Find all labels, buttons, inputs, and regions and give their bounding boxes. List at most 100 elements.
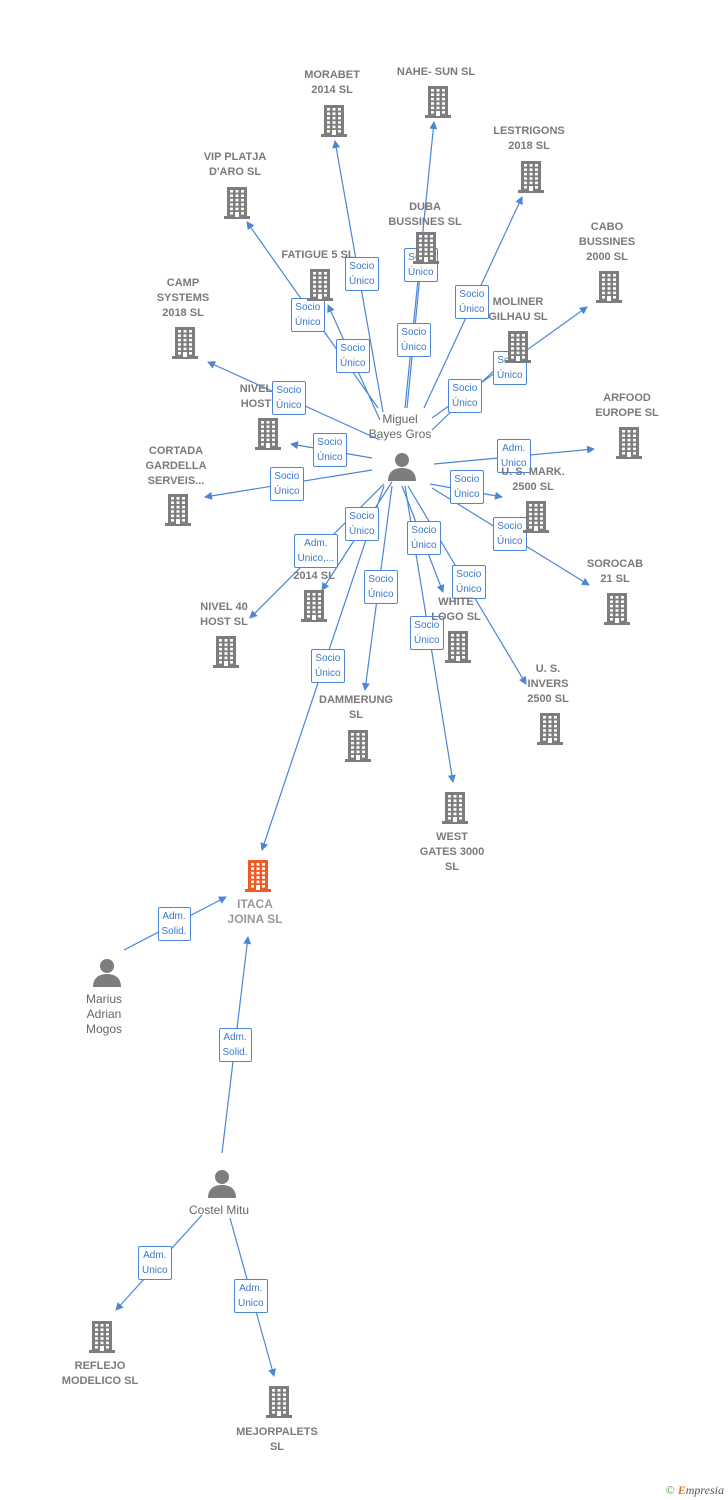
relation-tag-miguel-us_invers[interactable]: Socio Único	[452, 565, 486, 599]
building-icon	[518, 161, 544, 193]
building-icon	[255, 418, 281, 450]
relation-tag-marius-itaca[interactable]: Adm. Solid.	[157, 907, 191, 941]
node-label-lestrigons[interactable]: LESTRIGONS 2018 SL	[493, 125, 565, 152]
building-icon-mejorpalets[interactable]	[266, 1384, 292, 1425]
node-label-fatigue[interactable]: FATIGUE 5 SL	[281, 249, 355, 261]
node-label-us_invers[interactable]: U. S. INVERS 2500 SL	[527, 663, 569, 705]
building-icon	[413, 232, 439, 264]
building-icon	[266, 1386, 292, 1418]
relation-tag-miguel-nivel_host[interactable]: Socio Único	[313, 433, 347, 467]
relation-tag-miguel-itaca[interactable]: Socio Único	[311, 649, 345, 683]
building-icon	[442, 792, 468, 824]
building-icon-moliner[interactable]	[505, 329, 531, 370]
building-icon-dammerung[interactable]	[345, 728, 371, 769]
building-icon	[596, 271, 622, 303]
relation-tag-miguel-moliner[interactable]: Socio Único	[448, 379, 482, 413]
building-icon	[224, 187, 250, 219]
node-label-y2014[interactable]: 2014 SL	[293, 570, 335, 582]
node-label-marius[interactable]: Marius Adrian Mogos	[85, 992, 123, 1036]
building-icon-mark[interactable]	[523, 499, 549, 540]
person-icon	[388, 453, 416, 481]
building-icon-west[interactable]	[442, 790, 468, 831]
node-label-morabet[interactable]: MORABET 2014 SL	[304, 69, 360, 96]
relation-tag-miguel-cortada[interactable]: Socio Único	[270, 467, 304, 501]
relation-tag-miguel-dammerung[interactable]: Socio Único	[364, 570, 398, 604]
relation-tag-costel-itaca[interactable]: Adm. Solid.	[218, 1028, 252, 1062]
node-label-nivel40[interactable]: NIVEL 40 HOST SL	[200, 601, 248, 628]
building-icon	[307, 269, 333, 301]
building-icon	[604, 593, 630, 625]
building-icon-fatigue[interactable]	[307, 267, 333, 308]
relation-tag-miguel-duba[interactable]: Socio Único	[397, 323, 431, 357]
relation-tag-miguel-nivel40[interactable]: Adm. Unico,...	[293, 534, 339, 568]
node-label-arfood[interactable]: ARFOOD EUROPE SL	[595, 392, 659, 419]
node-label-nivel_host[interactable]: NIVEL HOST	[239, 383, 273, 410]
node-label-sorocab[interactable]: SOROCAB 21 SL	[586, 558, 644, 585]
node-label-vip[interactable]: VIP PLATJA D'ARO SL	[203, 151, 267, 178]
building-icon-itaca[interactable]	[245, 858, 271, 899]
relation-tag-costel-reflejo[interactable]: Adm. Unico	[138, 1246, 172, 1280]
building-icon	[523, 501, 549, 533]
relation-tag-miguel-mark[interactable]: Socio Único	[450, 470, 484, 504]
building-icon-reflejo[interactable]	[89, 1319, 115, 1360]
relation-tag-miguel-camp[interactable]: Socio Único	[272, 381, 306, 415]
building-icon-nahe[interactable]	[425, 84, 451, 125]
node-label-cabo[interactable]: CABO BUSSINES 2000 SL	[578, 221, 636, 263]
person-icon-miguel[interactable]	[387, 451, 417, 486]
building-icon-nivel_host[interactable]	[255, 416, 281, 457]
building-icon-vip[interactable]	[224, 185, 250, 226]
building-icon-sorocab[interactable]	[604, 591, 630, 632]
building-icon	[345, 730, 371, 762]
node-label-reflejo[interactable]: REFLEJO MODELICO SL	[61, 1360, 139, 1387]
building-icon-cortada[interactable]	[165, 492, 191, 533]
building-icon-y2014[interactable]	[301, 588, 327, 629]
building-icon-duba[interactable]	[413, 230, 439, 271]
relation-tag-miguel-west[interactable]: Socio Único	[410, 616, 444, 650]
relation-tag-miguel-arfood[interactable]: Adm. Unico	[497, 439, 531, 473]
building-icon	[537, 713, 563, 745]
node-label-moliner[interactable]: MOLINER GILHAU SL	[488, 296, 548, 323]
building-icon-white[interactable]	[445, 629, 471, 670]
building-icon	[445, 631, 471, 663]
node-label-costel[interactable]: Costel Mitu	[188, 1203, 250, 1217]
relation-tag-miguel-y2014[interactable]: Socio Único	[345, 507, 379, 541]
node-label-miguel[interactable]: Miguel Bayes Gros	[368, 412, 432, 441]
relation-tag-miguel-lestrigons[interactable]: Socio Único	[455, 285, 489, 319]
node-label-mark[interactable]: U. S. MARK. 2500 SL	[501, 466, 565, 493]
building-icon	[301, 590, 327, 622]
person-icon	[93, 959, 121, 987]
building-icon	[89, 1321, 115, 1353]
node-label-west[interactable]: WEST GATES 3000 SL	[419, 831, 485, 873]
relation-tag-miguel-morabet[interactable]: Socio Único	[345, 257, 379, 291]
building-icon-arfood[interactable]	[616, 425, 642, 466]
building-icon-nivel40[interactable]	[213, 634, 239, 675]
relation-tag-miguel-vip[interactable]: Socio Único	[291, 298, 325, 332]
node-label-duba[interactable]: DUBA BUSSINES SL	[388, 201, 462, 228]
building-icon-us_invers[interactable]	[537, 711, 563, 752]
copyright-symbol: ©	[665, 1483, 675, 1497]
building-icon	[165, 494, 191, 526]
building-icon	[172, 327, 198, 359]
person-icon-costel[interactable]	[207, 1168, 237, 1203]
relation-tag-miguel-white[interactable]: Socio Único	[407, 521, 441, 555]
node-label-itaca[interactable]: ITACA JOINA SL	[227, 897, 283, 926]
brand-initial: E	[677, 1483, 686, 1497]
person-icon-marius[interactable]	[92, 957, 122, 992]
building-icon-camp[interactable]	[172, 325, 198, 366]
relation-tag-miguel-fatigue[interactable]: Socio Único	[336, 339, 370, 373]
relation-tag-miguel-sorocab[interactable]: Socio Único	[493, 517, 527, 551]
node-label-dammerung[interactable]: DAMMERUNG SL	[319, 694, 393, 721]
building-icon-morabet[interactable]	[321, 103, 347, 144]
node-label-cortada[interactable]: CORTADA GARDELLA SERVEIS...	[145, 445, 207, 487]
node-label-camp[interactable]: CAMP SYSTEMS 2018 SL	[156, 277, 210, 319]
brand-name: mpresia	[685, 1483, 724, 1497]
building-icon-cabo[interactable]	[596, 269, 622, 310]
building-icon	[321, 105, 347, 137]
node-label-nahe[interactable]: NAHE- SUN SL	[396, 66, 476, 78]
relation-tag-costel-mejorpalets[interactable]: Adm. Unico	[234, 1279, 268, 1313]
node-label-mejorpalets[interactable]: MEJORPALETS SL	[236, 1426, 318, 1453]
node-label-white[interactable]: WHITE LOGO SL	[431, 596, 481, 623]
building-icon	[616, 427, 642, 459]
building-icon-lestrigons[interactable]	[518, 159, 544, 200]
